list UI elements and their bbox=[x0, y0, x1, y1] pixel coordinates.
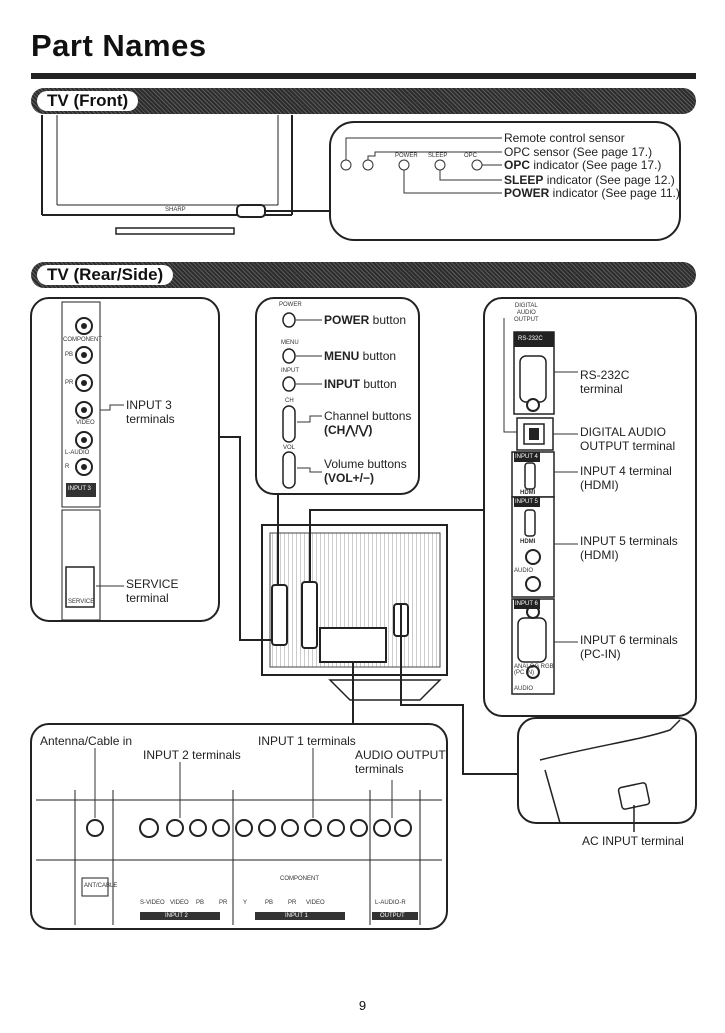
bottom-svideo-tag: S-VIDEO bbox=[140, 900, 165, 906]
title-rule bbox=[31, 73, 696, 79]
front-opc-tag: OPC bbox=[464, 153, 478, 159]
left-pr-tag: PR bbox=[65, 380, 74, 386]
center-power-tag: POWER bbox=[279, 302, 302, 308]
input6-audio-tag: AUDIO bbox=[514, 686, 534, 692]
bottom-pr2-tag: PR bbox=[219, 900, 228, 906]
front-heading: TV (Front) bbox=[37, 91, 139, 111]
input4-label: INPUT 4 terminal(HDMI) bbox=[580, 464, 672, 492]
rs232c-tag: RS-232C bbox=[518, 336, 543, 342]
bottom-video2-tag: VIDEO bbox=[170, 900, 189, 906]
page-number: 9 bbox=[358, 998, 367, 1013]
front-power-tag: POWER bbox=[395, 153, 418, 159]
tv-front-illustration bbox=[41, 115, 330, 235]
tv-rear-illustration bbox=[261, 524, 448, 701]
left-pb-tag: PB bbox=[65, 352, 74, 358]
left-video-tag: VIDEO bbox=[76, 420, 95, 426]
volume-buttons-label: Volume buttons(VOL+/−) bbox=[324, 457, 407, 485]
input5-label: INPUT 5 terminals(HDMI) bbox=[580, 534, 678, 562]
center-menu-tag: MENU bbox=[281, 340, 299, 346]
bottom-pb2-tag: PB bbox=[196, 900, 205, 906]
left-component-tag: COMPONENT bbox=[63, 337, 102, 343]
bottom-input1-tag: INPUT 1 bbox=[285, 913, 308, 919]
left-audio-tag: L-AUDIO bbox=[65, 450, 90, 456]
input6-label: INPUT 6 terminals(PC-IN) bbox=[580, 633, 678, 661]
input4-tag: INPUT 4 bbox=[515, 454, 538, 460]
hdmi-tag-5: HDMI bbox=[520, 539, 536, 545]
front-sleep-tag: SLEEP bbox=[428, 153, 448, 159]
analog-rgb-tag: ANALOG RGB (PC IN) bbox=[514, 664, 554, 676]
power-button-label: POWER button bbox=[324, 313, 407, 327]
ac-input-label: AC INPUT terminal bbox=[582, 834, 684, 848]
bottom-video1-tag: VIDEO bbox=[306, 900, 325, 906]
antenna-label: Antenna/Cable in bbox=[40, 734, 133, 748]
left-service-tag: SERVICE bbox=[68, 599, 95, 605]
tv-brand-logo: SHARP bbox=[165, 207, 186, 213]
bottom-audio-tag: L-AUDIO-R bbox=[375, 900, 406, 906]
bottom-y-tag: Y bbox=[243, 900, 248, 906]
center-ch-tag: CH bbox=[285, 398, 294, 404]
input1-label: INPUT 1 terminals bbox=[258, 734, 356, 748]
input2-label: INPUT 2 terminals bbox=[143, 748, 241, 762]
channel-buttons-label: Channel buttons(CH⋀/⋁) bbox=[324, 409, 412, 437]
input5-audio-tag: AUDIO bbox=[514, 568, 534, 574]
bottom-pr1-tag: PR bbox=[288, 900, 297, 906]
opc-sensor-label: OPC sensor (See page 17.) bbox=[504, 145, 653, 159]
bottom-component-tag: COMPONENT bbox=[280, 876, 319, 882]
left-input3-tag: INPUT 3 bbox=[68, 486, 91, 492]
rear-heading: TV (Rear/Side) bbox=[37, 265, 174, 285]
bottom-pb1-tag: PB bbox=[265, 900, 274, 906]
menu-button-label: MENU button bbox=[324, 349, 397, 363]
ac-panel bbox=[517, 717, 697, 824]
input5-tag: INPUT 5 bbox=[515, 499, 538, 505]
page-title: Part Names bbox=[31, 28, 207, 63]
left-r-tag: R bbox=[65, 464, 70, 470]
front-section-banner: TV (Front) bbox=[31, 88, 696, 114]
rear-section-banner: TV (Rear/Side) bbox=[31, 262, 696, 288]
center-vol-tag: VOL bbox=[283, 445, 296, 451]
remote-sensor-label: Remote control sensor bbox=[504, 131, 625, 145]
hdmi-tag-4: HDMI bbox=[520, 490, 536, 496]
bottom-input2-tag: INPUT 2 bbox=[165, 913, 188, 919]
rear-left-panel bbox=[30, 297, 220, 622]
bottom-output-tag: OUTPUT bbox=[380, 913, 405, 919]
input-button-label: INPUT button bbox=[324, 377, 397, 391]
power-indicator-label: POWER indicator (See page 11.) bbox=[504, 186, 680, 200]
center-input-tag: INPUT bbox=[281, 368, 299, 374]
ant-cable-tag: ANT/CABLE bbox=[84, 883, 118, 889]
sleep-indicator-label: SLEEP indicator (See page 12.) bbox=[504, 173, 675, 187]
opc-indicator-label: OPC indicator (See page 17.) bbox=[504, 158, 662, 172]
input6-tag: INPUT 6 bbox=[515, 601, 538, 607]
rear-center-panel bbox=[255, 297, 420, 495]
